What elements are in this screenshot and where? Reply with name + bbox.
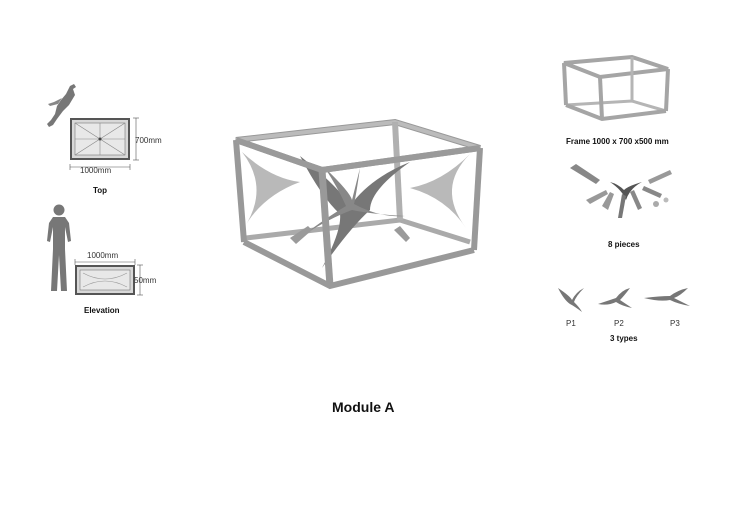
elevation-plan bbox=[75, 265, 135, 295]
scale-bird-figure bbox=[47, 84, 76, 127]
elevation-height-dimension: 50mm bbox=[134, 276, 157, 285]
piece-type-p3-render bbox=[644, 288, 690, 306]
top-width-dimension-line bbox=[69, 164, 131, 170]
top-width-dimension: 1000mm bbox=[80, 166, 112, 175]
piece-type-p2-render bbox=[598, 288, 632, 308]
frame-render bbox=[562, 54, 670, 122]
module-title: Module A bbox=[332, 399, 395, 415]
elevation-view-caption: Elevation bbox=[84, 306, 120, 315]
elevation-width-dimension: 1000mm bbox=[87, 251, 119, 260]
top-height-dimension-line bbox=[133, 117, 139, 161]
pieces-caption: 8 pieces bbox=[608, 240, 640, 249]
piece-type-label-p1: P1 bbox=[566, 319, 576, 328]
pieces-exploded-render bbox=[570, 164, 672, 218]
elevation-height-dimension-line bbox=[137, 264, 143, 296]
frame-caption: Frame 1000 x 700 x500 mm bbox=[566, 137, 669, 146]
types-caption: 3 types bbox=[610, 334, 638, 343]
elevation-width-dimension-line bbox=[74, 259, 136, 265]
top-height-dimension: 700mm bbox=[135, 136, 162, 145]
module-axonometric-render bbox=[233, 118, 483, 290]
top-view-plan bbox=[70, 118, 130, 160]
top-view-caption: Top bbox=[93, 186, 108, 195]
piece-type-label-p2: P2 bbox=[614, 319, 624, 328]
scale-human-figure bbox=[47, 204, 71, 291]
piece-type-label-p3: P3 bbox=[670, 319, 680, 328]
piece-type-p1-render bbox=[558, 288, 584, 312]
